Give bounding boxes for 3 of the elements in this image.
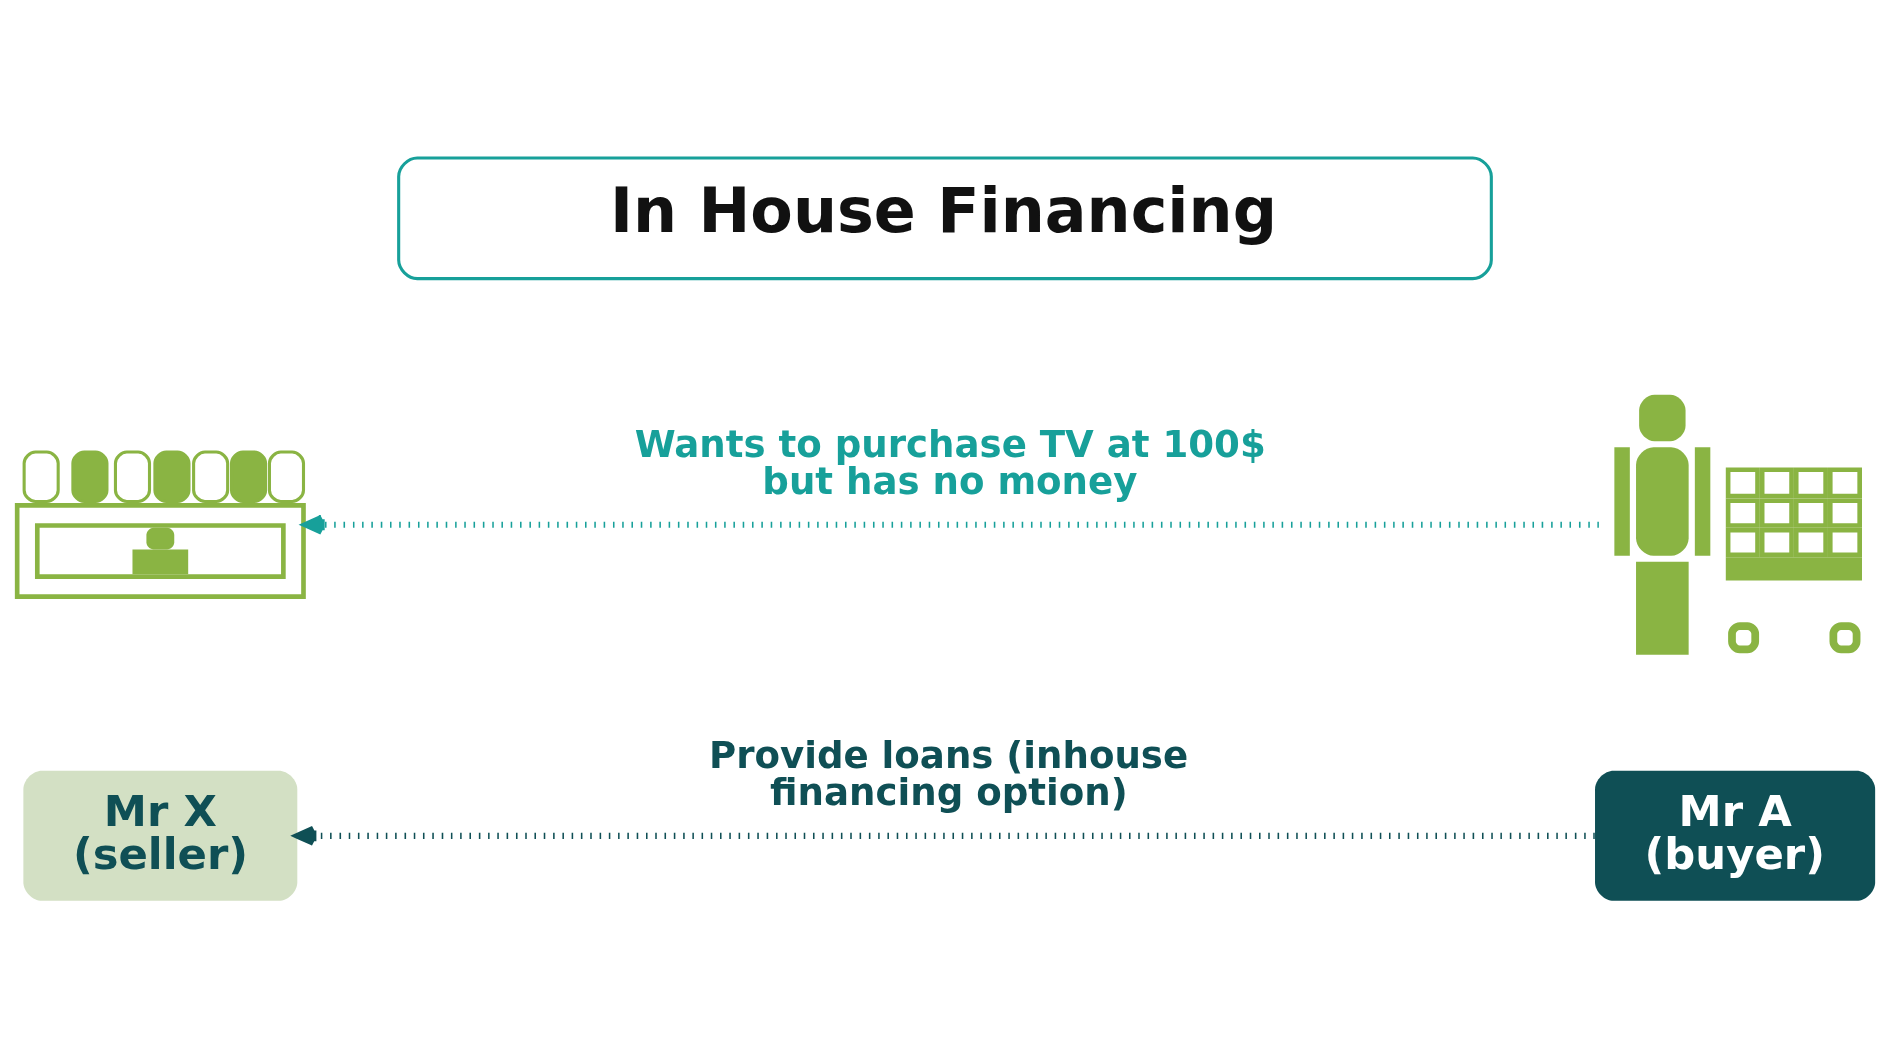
diagram-title: In House Financing: [609, 174, 1277, 247]
edge-label: Wants to purchase TV at 100$ but has no money: [634, 422, 1266, 503]
edge-label: Provide loans (inhouse financing option): [708, 733, 1189, 814]
